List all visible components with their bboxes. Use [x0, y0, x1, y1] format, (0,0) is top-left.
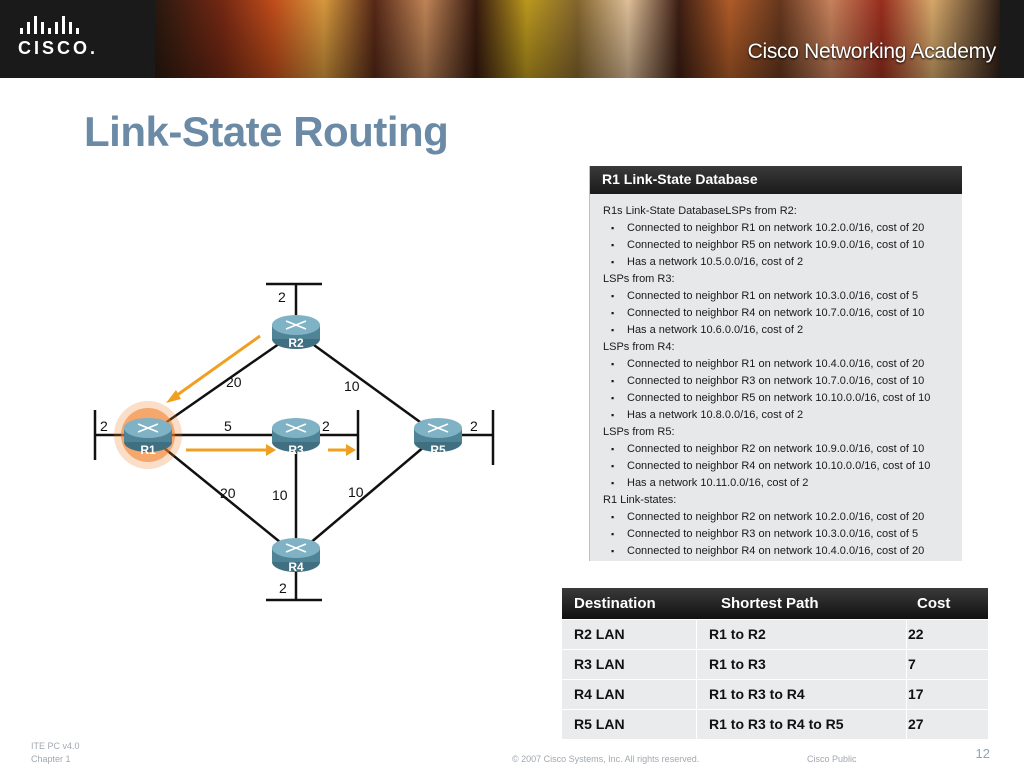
network-diagram: R1 R2 R3 R4 R5 20 5 20 10 10 10 2 2 2 2 … [78, 270, 518, 610]
footer-copyright: © 2007 Cisco Systems, Inc. All rights re… [512, 754, 700, 764]
shortest-path-table: Destination Shortest Path Cost R2 LAN R1 … [562, 588, 988, 739]
column-divider [696, 620, 697, 649]
table-row: R3 LAN R1 to R3 7 [562, 649, 988, 679]
lan-cost-r3: 2 [322, 418, 330, 434]
router-label-r5: R5 [430, 443, 446, 457]
database-entry: Connected to neighbor R4 on network 10.1… [603, 458, 962, 475]
database-heading: R1 Link-State Database [590, 166, 962, 194]
database-entry: Has a network 10.5.0.0/16, cost of 2 [603, 254, 962, 271]
database-entry: Has a network 10.8.0.0/16, cost of 2 [603, 407, 962, 424]
database-list: R1s Link-State DatabaseLSPs from R2: Conn… [590, 194, 962, 560]
database-entry: Connected to neighbor R5 on network 10.1… [603, 390, 962, 407]
database-entry: Connected to neighbor R1 on network 10.4… [603, 356, 962, 373]
cell-destination: R4 LAN [574, 686, 625, 702]
router-label-r1: R1 [140, 443, 156, 457]
table-body: R2 LAN R1 to R2 22 R3 LAN R1 to R3 7 R4 LAN R1 … [562, 619, 988, 739]
slide-title: Link-State Routing [84, 108, 449, 155]
page-number: 12 [975, 746, 990, 761]
column-divider [696, 710, 697, 739]
cell-cost: 17 [908, 686, 924, 702]
router-r5-icon [414, 418, 462, 452]
database-section-label: LSPs from R3: [603, 273, 675, 285]
database-entry: Connected to neighbor R2 on network 10.9… [603, 441, 962, 458]
cell-cost: 7 [908, 656, 916, 672]
cost-r4-r5: 10 [348, 484, 364, 500]
cell-destination: R5 LAN [574, 716, 625, 732]
router-r2-icon [272, 315, 320, 349]
column-divider [906, 710, 907, 739]
router-r1-icon [124, 418, 172, 452]
cell-destination: R2 LAN [574, 626, 625, 642]
lan-cost-r2: 2 [278, 289, 286, 305]
header-destination: Destination [574, 595, 656, 612]
link-r1-r2 [147, 330, 297, 437]
database-entry: Connected to neighbor R3 on network 10.3… [603, 526, 962, 543]
database-entry: Connected to neighbor R4 on network 10.4… [603, 543, 962, 560]
cost-r3-r4: 10 [272, 487, 288, 503]
lan-cost-r4: 2 [279, 580, 287, 596]
cell-shortest-path: R1 to R2 [709, 626, 766, 642]
database-entry: Connected to neighbor R2 on network 10.2… [603, 509, 962, 526]
database-entry: Has a network 10.6.0.0/16, cost of 2 [603, 322, 962, 339]
cell-shortest-path: R1 to R3 to R4 to R5 [709, 716, 844, 732]
cisco-wordmark: CISCO. [18, 38, 99, 58]
footer-course: ITE PC v4.0 [31, 741, 80, 751]
table-row: R5 LAN R1 to R3 to R4 to R5 27 [562, 709, 988, 739]
link-r4-r5 [295, 434, 439, 556]
database-entry: Has a network 10.11.0.0/16, cost of 2 [603, 475, 962, 492]
database-entry: Connected to neighbor R4 on network 10.7… [603, 305, 962, 322]
link-r2-r5 [295, 330, 439, 437]
table-row: R4 LAN R1 to R3 to R4 17 [562, 679, 988, 709]
router-r4-icon [272, 538, 320, 572]
column-divider [696, 680, 697, 709]
cost-r2-r5: 10 [344, 378, 360, 394]
lsp-arrow-r2 [172, 334, 261, 400]
cell-cost: 27 [908, 716, 924, 732]
footer-classification: Cisco Public [807, 754, 857, 764]
router-label-r3: R3 [288, 443, 304, 457]
database-section-label: LSPs from R5: [603, 426, 675, 438]
cell-shortest-path: R1 to R3 to R4 [709, 686, 805, 702]
lan-cost-r5: 2 [470, 418, 478, 434]
router-r3-icon [272, 418, 320, 452]
database-entry: Connected to neighbor R1 on network 10.2… [603, 220, 962, 237]
header-shortest-path: Shortest Path [721, 595, 819, 612]
database-entry: Connected to neighbor R5 on network 10.9… [603, 237, 962, 254]
link-state-database-panel: R1 Link-State Database R1s Link-State Da… [589, 166, 962, 561]
cell-cost: 22 [908, 626, 924, 642]
cisco-logo: CISCO. [18, 16, 138, 64]
cost-r1-r4: 20 [220, 485, 236, 501]
link-r1-r4 [147, 434, 297, 556]
cisco-bars-icon [20, 16, 138, 34]
lan-cost-r1: 2 [100, 418, 108, 434]
database-entry: Connected to neighbor R1 on network 10.3… [603, 288, 962, 305]
router-label-r2: R2 [288, 336, 304, 350]
academy-title: Cisco Networking Academy [747, 40, 997, 63]
header-cost: Cost [917, 595, 951, 612]
column-divider [906, 650, 907, 679]
table-row: R2 LAN R1 to R2 22 [562, 619, 988, 649]
cell-shortest-path: R1 to R3 [709, 656, 766, 672]
database-section-label: R1 Link-states: [603, 494, 677, 506]
topology-svg [93, 282, 495, 602]
header-banner: CISCO. Cisco Networking Academy [0, 0, 1024, 78]
database-entry: Connected to neighbor R3 on network 10.7… [603, 373, 962, 390]
column-divider [696, 650, 697, 679]
table-header: Destination Shortest Path Cost [562, 588, 988, 619]
column-divider [906, 620, 907, 649]
router-label-r4: R4 [288, 560, 304, 574]
footer-chapter: Chapter 1 [31, 754, 71, 764]
cell-destination: R3 LAN [574, 656, 625, 672]
database-section-label: LSPs from R4: [603, 341, 675, 353]
banner-photo-strip [155, 0, 1000, 78]
cost-r1-r3: 5 [224, 418, 232, 434]
column-divider [906, 680, 907, 709]
database-section-label: R1s Link-State DatabaseLSPs from R2: [603, 205, 797, 217]
cost-r1-r2: 20 [226, 374, 242, 390]
